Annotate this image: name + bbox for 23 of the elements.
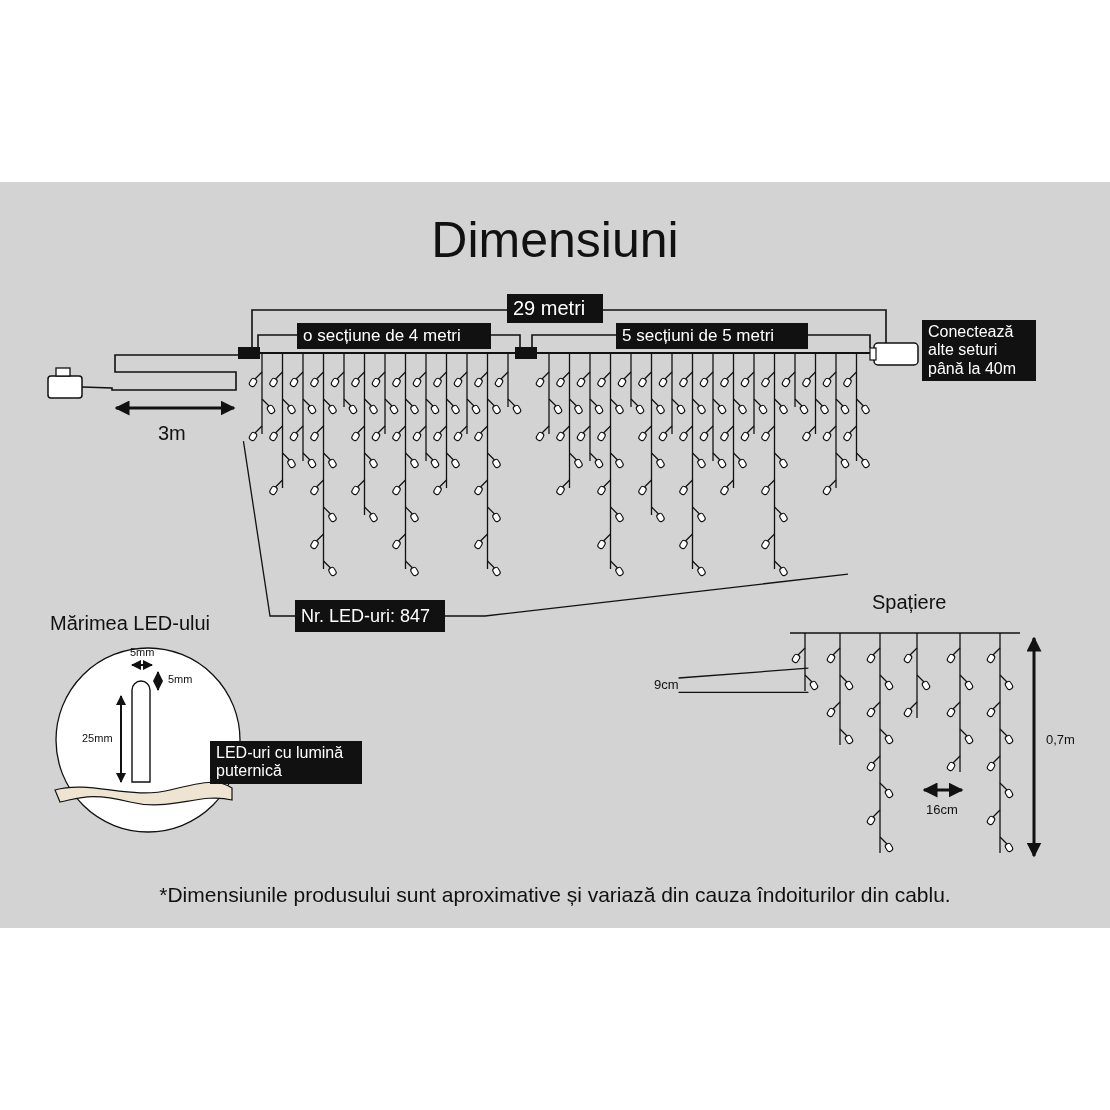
dimension-label: 25mm [82, 732, 113, 745]
footnote: *Dimensiunile produsului sunt aproximative și variază din cauza îndoiturilor din cablu. [158, 883, 952, 908]
leader-line [444, 573, 849, 617]
dimension-label: 16cm [926, 803, 958, 818]
dimension-label: 5mm [168, 673, 193, 686]
section-heading: Spațiere [872, 591, 947, 614]
dimension-label: 5mm [130, 646, 155, 659]
callout-box: LED-uri cu lumină puternică [210, 741, 362, 784]
dimension-label: 9cm [654, 678, 679, 693]
leader-line [677, 667, 810, 679]
icicle-spacing-drawing [789, 632, 1021, 854]
title: Dimensiuni [430, 212, 680, 270]
dimension-label: 5 secțiuni de 5 metri [616, 323, 808, 349]
leader-line [242, 440, 296, 617]
dimension-label: 3m [158, 422, 186, 445]
count-label-box: Nr. LED-uri: 847 [295, 600, 445, 632]
note-box: Conectează alte seturi până la 40m [922, 320, 1036, 382]
dimension-label: 29 metri [507, 294, 603, 323]
leader-line [677, 691, 810, 694]
section-heading: Mărimea LED-ului [50, 612, 211, 635]
dimension-label: o secțiune de 4 metri [297, 323, 491, 349]
icicle-light-curtain-drawing [238, 342, 919, 577]
dimension-label: 0,7m [1046, 733, 1075, 748]
